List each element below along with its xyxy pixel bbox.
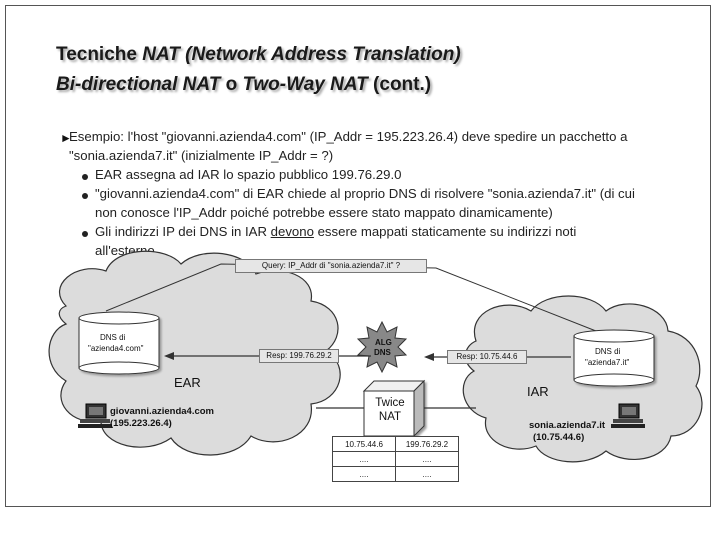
table-cell: 199.76.29.2 xyxy=(395,436,459,452)
bullet-dot-icon xyxy=(82,231,88,237)
response-left-label: Resp: 199.76.29.2 xyxy=(259,349,339,363)
table-row: .... .... xyxy=(332,466,459,482)
slide-title-line1: Tecniche NAT (Network Address Translatio… xyxy=(56,44,461,65)
bullet-1-line-1: EAR assegna ad IAR lo spazio pubblico 19… xyxy=(95,167,402,182)
twice-nat-label-2: NAT xyxy=(378,411,402,423)
intro-line-2: "sonia.azienda7.it" (inizialmente IP_Add… xyxy=(69,148,334,163)
ear-label: EAR xyxy=(174,375,201,390)
table-row: .... .... xyxy=(332,451,459,467)
twice-nat-box xyxy=(362,379,426,438)
table-cell: .... xyxy=(395,466,459,482)
alg-dns-label: DNS xyxy=(374,348,391,357)
bullet-2-line-1: "giovanni.azienda4.com" di EAR chiede al… xyxy=(95,186,635,201)
slide-title-line2: Bi-directional NAT o Two-Way NAT (cont.) xyxy=(56,74,432,95)
bullet-3-line-1: Gli indirizzi IP dei DNS in IAR devono e… xyxy=(95,224,577,239)
twice-nat-label-1: Twice xyxy=(375,397,405,409)
bullet-2-line-2: non conosce l'IP_Addr poiché potrebbe es… xyxy=(95,205,553,220)
host-left-ip: (195.223.26.4) xyxy=(110,418,172,429)
query-label: Query: IP_Addr di "sonia.azienda7.it" ? xyxy=(235,259,427,273)
nat-translation-table: 10.75.44.6 199.76.29.2 .... .... .... ..… xyxy=(332,436,459,482)
bullet-dot-icon xyxy=(82,193,88,199)
table-cell: 10.75.44.6 xyxy=(332,436,396,452)
right-dns-label-2: "azienda7.it" xyxy=(585,358,630,367)
table-row: 10.75.44.6 199.76.29.2 xyxy=(332,436,459,452)
iar-label: IAR xyxy=(527,384,549,399)
network-diagram xyxy=(48,250,703,463)
host-left-name: giovanni.azienda4.com xyxy=(110,406,214,417)
table-cell: .... xyxy=(332,466,396,482)
host-right-ip: (10.75.44.6) xyxy=(533,432,585,443)
intro-line-1: Esempio: l'host "giovanni.azienda4.com" … xyxy=(69,129,628,144)
right-dns-server-icon xyxy=(573,329,655,387)
left-computer-icon xyxy=(78,403,112,428)
left-dns-label-2: "azienda4.com" xyxy=(88,344,144,353)
response-right-label: Resp: 10.75.44.6 xyxy=(447,350,527,364)
right-dns-label-1: DNS di xyxy=(595,347,621,356)
table-cell: .... xyxy=(395,451,459,467)
right-computer-icon xyxy=(611,403,645,428)
table-cell: .... xyxy=(332,451,396,467)
alg-dns-starburst xyxy=(356,320,408,374)
host-right-name: sonia.azienda7.it xyxy=(529,420,606,431)
left-dns-label-1: DNS di xyxy=(100,333,126,342)
bullet-dot-icon xyxy=(82,174,88,180)
slide: Tecniche NAT (Network Address Translatio… xyxy=(5,5,711,507)
alg-label: ALG xyxy=(375,338,392,347)
bullet-arrow-icon: ► xyxy=(60,131,72,145)
ear-cloud xyxy=(48,250,341,456)
left-dns-server-icon xyxy=(78,311,160,375)
